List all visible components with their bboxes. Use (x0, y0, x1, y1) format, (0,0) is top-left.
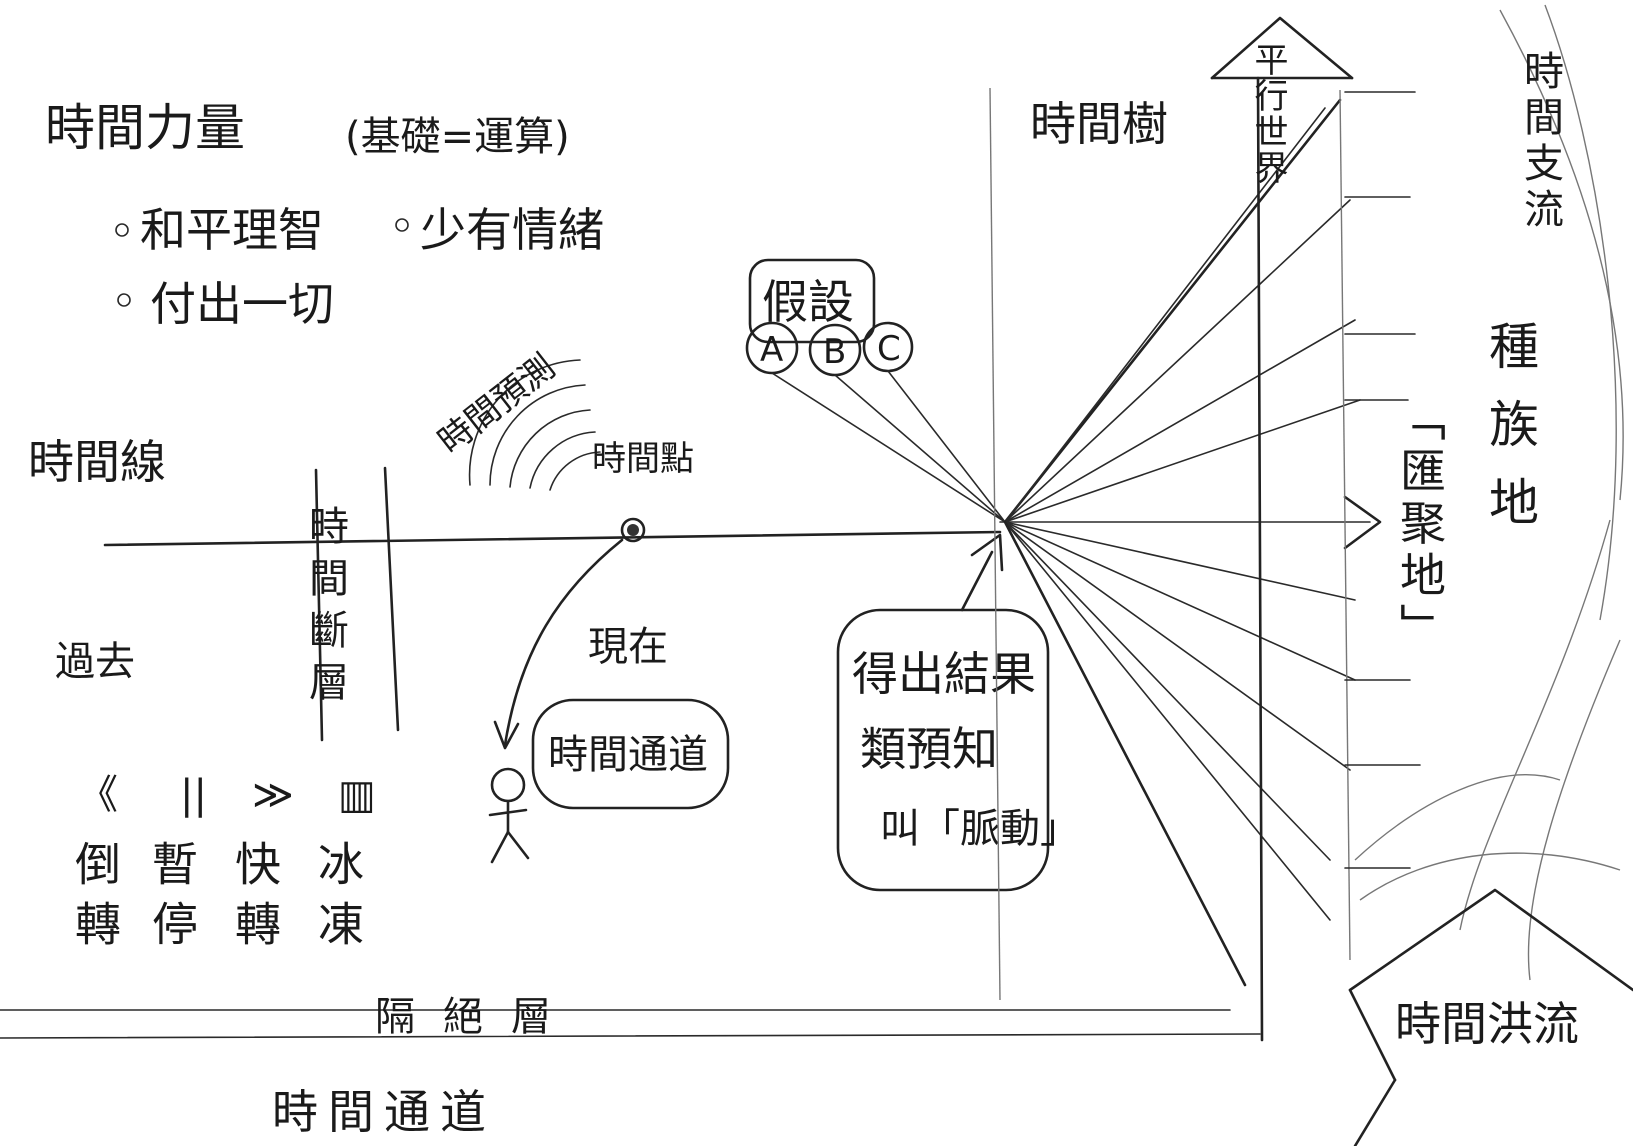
bullet-few-emotions: 少有情緒 (420, 203, 604, 257)
time-prediction-label: 時間預測 (431, 347, 563, 462)
fault-layer-label: 時間斷層 (302, 505, 348, 713)
fast-forward-label: 快轉 (228, 840, 282, 960)
pause-icon: || (180, 772, 207, 818)
gathering-label: 「匯聚地」 (1393, 395, 1447, 655)
option-a: A (745, 321, 799, 375)
result-line-1: 得出結果 (852, 647, 1036, 701)
result-line-2: 類預知 (860, 722, 998, 776)
rewind-icon: 《 (78, 772, 118, 818)
option-c: C (862, 321, 914, 373)
title-time-power: 時間力量 (45, 99, 245, 157)
present-arrow-curve (503, 538, 624, 747)
basis-note: (基礎=運算) (345, 114, 570, 160)
hypothesis-label: 假設 (762, 275, 854, 329)
option-b: B (808, 323, 862, 377)
arrowhead-future (1343, 495, 1382, 550)
time-channel-label: 時間通道 (548, 732, 708, 778)
torrent-house-wall (1348, 988, 1397, 1082)
timeline-axis (103, 530, 1002, 547)
control-rewind: 《 倒轉 (68, 772, 122, 960)
freeze-label: 冰凍 (311, 840, 365, 960)
option-a-label: A (760, 330, 783, 370)
hypothesis-rays (771, 370, 1006, 523)
isolation-layer-label: 隔絕層 (375, 994, 579, 1040)
fault-line-left (314, 468, 324, 742)
time-point-marker (620, 517, 646, 543)
bullet-peace-reason: 和平理智 (140, 203, 324, 257)
time-tree-label: 時間樹 (1030, 97, 1168, 151)
fault-line-right (383, 466, 400, 732)
rewind-label: 倒轉 (68, 840, 122, 960)
isolation-line-bottom (0, 1033, 1261, 1039)
result-arrowhead (970, 533, 1004, 572)
branch-stream-label: 時間支流 (1517, 50, 1563, 234)
tree-branches (1344, 91, 1421, 869)
time-tree-divider (989, 87, 1001, 1001)
past-label: 過去 (55, 639, 135, 685)
fast-forward-icon: ≫ (252, 772, 294, 818)
bullet-dot-1 (115, 223, 129, 237)
bullet-dot-2 (395, 218, 409, 232)
freeze-icon: ▥ (338, 772, 376, 818)
control-fast-forward: ≫ 快轉 (228, 772, 294, 960)
stick-figure (488, 767, 530, 864)
race-label: 種族地 (1481, 320, 1539, 554)
timeline-label: 時間線 (28, 435, 166, 489)
option-b-label: B (823, 332, 846, 372)
control-freeze: ▥ 冰凍 (311, 772, 376, 960)
torrent-house-outline (1348, 888, 1633, 992)
parallel-world-label: 平行世界 (1248, 42, 1288, 186)
time-channel-box (531, 698, 730, 810)
bullet-give-all: 付出一切 (150, 277, 334, 331)
present-label: 現在 (588, 624, 668, 670)
result-arrow-shaft (960, 550, 994, 612)
pause-label: 暫停 (145, 840, 199, 960)
time-tree-rays (1003, 98, 1361, 987)
option-c-label: C (877, 329, 901, 369)
present-arrowhead (493, 720, 520, 750)
torrent-house-wall-2 (1353, 1078, 1397, 1146)
prediction-arcs (468, 359, 601, 491)
control-pause: || 暫停 (145, 772, 207, 960)
parallel-world-column (1210, 16, 1354, 1042)
torrent-label: 時間洪流 (1395, 997, 1579, 1051)
stream-curves (1354, 4, 1624, 981)
bullet-dot-3 (117, 293, 131, 307)
bottom-channel-label: 時間通道 (272, 1085, 496, 1139)
result-box (836, 608, 1050, 892)
time-point-label: 時間點 (592, 439, 694, 479)
result-line-3: 叫「脈動」 (880, 806, 1080, 852)
